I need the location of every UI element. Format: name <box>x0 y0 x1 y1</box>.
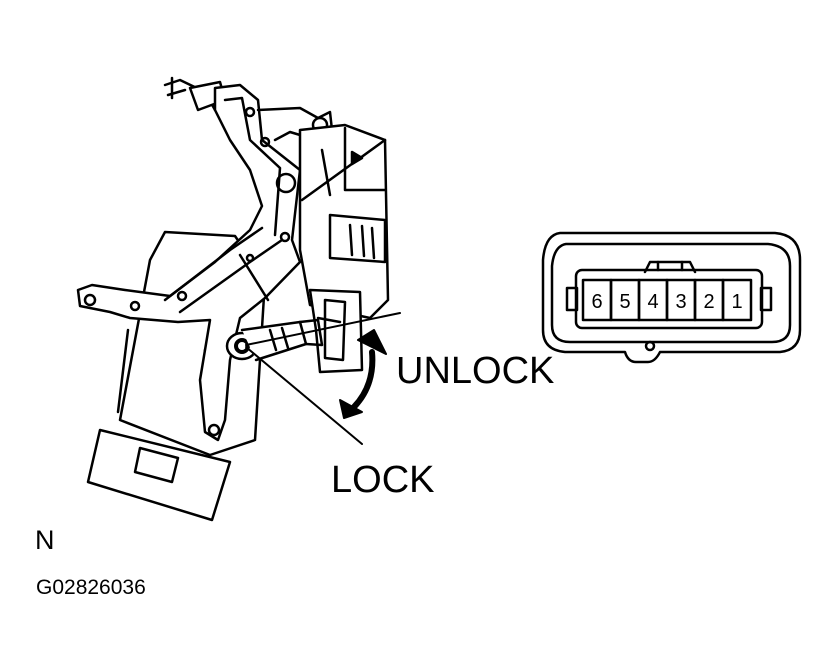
door-lock-actuator-icon <box>76 76 401 522</box>
pin-label: 5 <box>619 291 630 313</box>
six-pin-connector-icon: 6 5 4 3 2 1 <box>541 231 802 364</box>
pin-label: 1 <box>731 291 742 313</box>
pin-label: 2 <box>703 291 714 313</box>
figure-id-label: G02826036 <box>36 576 146 599</box>
pin-label: 6 <box>591 291 602 313</box>
pin-label: 4 <box>647 291 658 313</box>
unlock-label: UNLOCK <box>396 350 555 392</box>
double-headed-arrow-icon <box>339 329 387 419</box>
pin-cavity <box>721 278 753 322</box>
pin-label: 3 <box>675 291 686 313</box>
view-letter-label: N <box>35 525 55 555</box>
lock-label: LOCK <box>331 459 435 501</box>
